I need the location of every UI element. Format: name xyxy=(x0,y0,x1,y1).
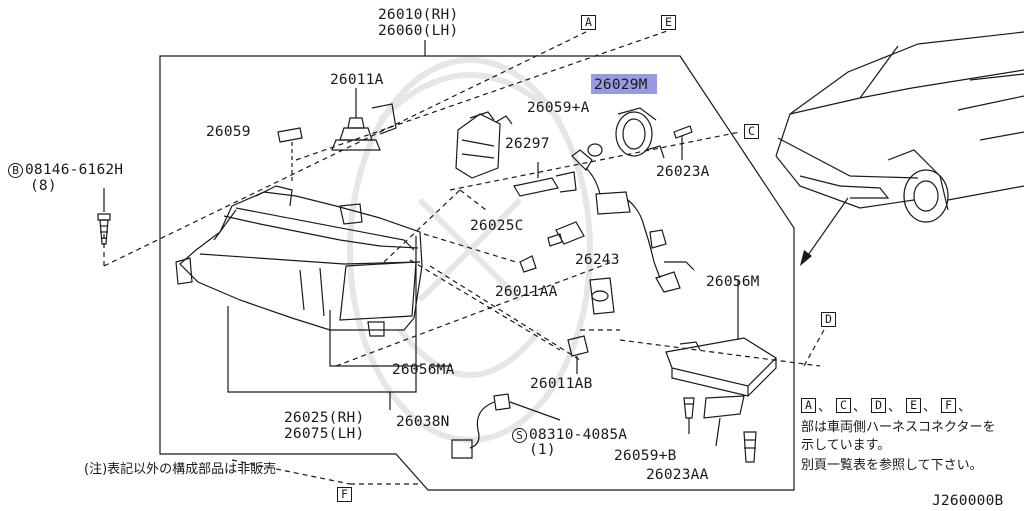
cap-26029-drawing xyxy=(615,107,665,159)
legend-line-3: 別頁一覧表を参照して下さい。 xyxy=(801,458,983,473)
bolt-08146-drawing xyxy=(97,188,111,245)
headlamp-body xyxy=(175,185,423,337)
connector-box-d[interactable]: D xyxy=(821,312,836,327)
part-26025-rh-label[interactable]: 26025(RH) xyxy=(284,410,365,426)
part-08146-qty: (8) xyxy=(30,178,57,194)
legend-box-f: F xyxy=(941,398,957,413)
assembly-lh-label: 26060(LH) xyxy=(378,23,459,39)
connector-box-e[interactable]: E xyxy=(661,15,676,30)
legend-separator: 、 xyxy=(853,400,867,415)
legend-line-2: 示しています。 xyxy=(801,438,891,453)
legend-separator: 、 xyxy=(888,400,902,415)
assembly-rh-label: 26010(RH) xyxy=(378,7,459,23)
part-26075-lh-label[interactable]: 26075(LH) xyxy=(284,426,365,442)
ballast-drawing xyxy=(665,280,777,397)
harness-drawing xyxy=(571,149,695,293)
connector-box-c[interactable]: C xyxy=(744,124,759,139)
part-08146-label[interactable]: 08146-6162H xyxy=(25,162,124,178)
part-26038n-label[interactable]: 26038N xyxy=(396,414,450,430)
drawing-id: J260000B xyxy=(932,493,1004,509)
car-drawing xyxy=(775,31,1024,223)
part-26056ma-label[interactable]: 26056MA xyxy=(392,362,455,378)
part-26243-label[interactable]: 26243 xyxy=(575,252,620,268)
dashed-leaders xyxy=(103,29,825,485)
footnote-text: (注)表記以外の構成部品は非販売 xyxy=(84,462,277,477)
part-08310-label[interactable]: 08310-4085A xyxy=(529,427,628,443)
part-08310-qty: (1) xyxy=(529,442,556,458)
part-26011aa-label[interactable]: 26011AA xyxy=(495,284,558,300)
part-26029-suffix: M xyxy=(638,77,648,93)
legend-box-a: A xyxy=(801,398,816,413)
screw-symbol-s: S xyxy=(512,428,527,443)
connector-box-f[interactable]: F xyxy=(337,487,352,502)
frame-outline xyxy=(159,55,795,491)
legend-box-d: D xyxy=(871,398,887,413)
part-26059b-label[interactable]: 26059+B xyxy=(614,448,677,464)
part-26011ab-label[interactable]: 26011AB xyxy=(530,376,593,392)
legend-separator: 、 xyxy=(958,400,972,415)
part-26029-label[interactable]: 26029M xyxy=(594,77,648,93)
part-26297-label[interactable]: 26297 xyxy=(505,136,550,152)
legend-connector-row: A、 C、 D、 E、 F、 xyxy=(801,396,974,415)
bolt-symbol-b: B xyxy=(8,163,23,178)
legend-box-e: E xyxy=(906,398,922,413)
part-26056m-label[interactable]: 26056M xyxy=(706,274,760,290)
highlight-26029 xyxy=(591,74,657,94)
legend-box-c: C xyxy=(836,398,852,413)
part-26011a-label[interactable]: 26011A xyxy=(330,72,384,88)
legend-separator: 、 xyxy=(818,400,832,415)
bulb-26297-drawing xyxy=(513,162,577,197)
connector-box-a[interactable]: A xyxy=(581,15,596,30)
legend-line-1: 部は車両側ハーネスコネクターを xyxy=(801,420,996,435)
part-26023a-label[interactable]: 26023A xyxy=(656,164,710,180)
part-26059a-label[interactable]: 26059+A xyxy=(527,100,590,116)
part-26059-label[interactable]: 26059 xyxy=(206,124,251,140)
part-26023aa-label[interactable]: 26023AA xyxy=(646,467,709,483)
part-26029-number: 26029 xyxy=(594,77,639,93)
harness-26038n-drawing xyxy=(451,393,561,459)
legend-separator: 、 xyxy=(923,400,937,415)
socket-drawing xyxy=(455,111,513,179)
part-26025c-label[interactable]: 26025C xyxy=(470,218,524,234)
